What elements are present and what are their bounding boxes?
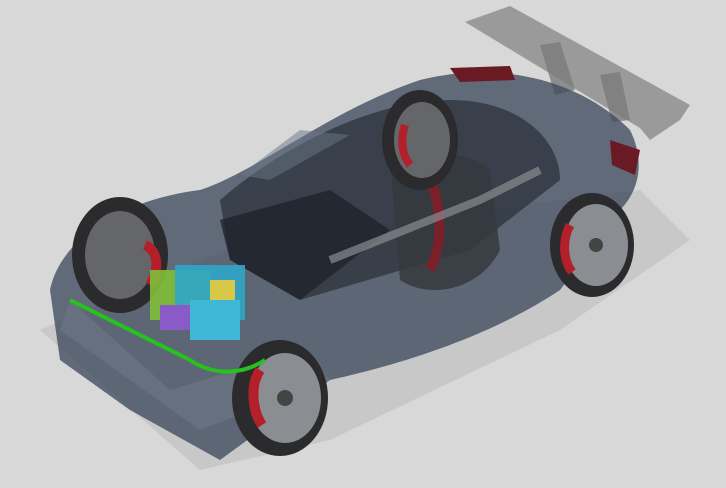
tail-light xyxy=(450,66,515,82)
engine xyxy=(150,265,245,340)
rear-left-wheel xyxy=(382,90,458,190)
tail-light xyxy=(610,140,640,175)
front-left-wheel xyxy=(72,197,168,313)
center-console xyxy=(220,190,390,300)
brake-caliper xyxy=(398,123,414,168)
rear-right-wheel xyxy=(550,193,634,297)
exhaust-pipe xyxy=(328,166,542,264)
wiring-harness xyxy=(69,298,267,374)
front-right-wheel xyxy=(232,340,328,456)
rear-spoiler xyxy=(465,6,690,140)
brake-caliper xyxy=(560,222,576,275)
brake-caliper xyxy=(248,367,267,428)
